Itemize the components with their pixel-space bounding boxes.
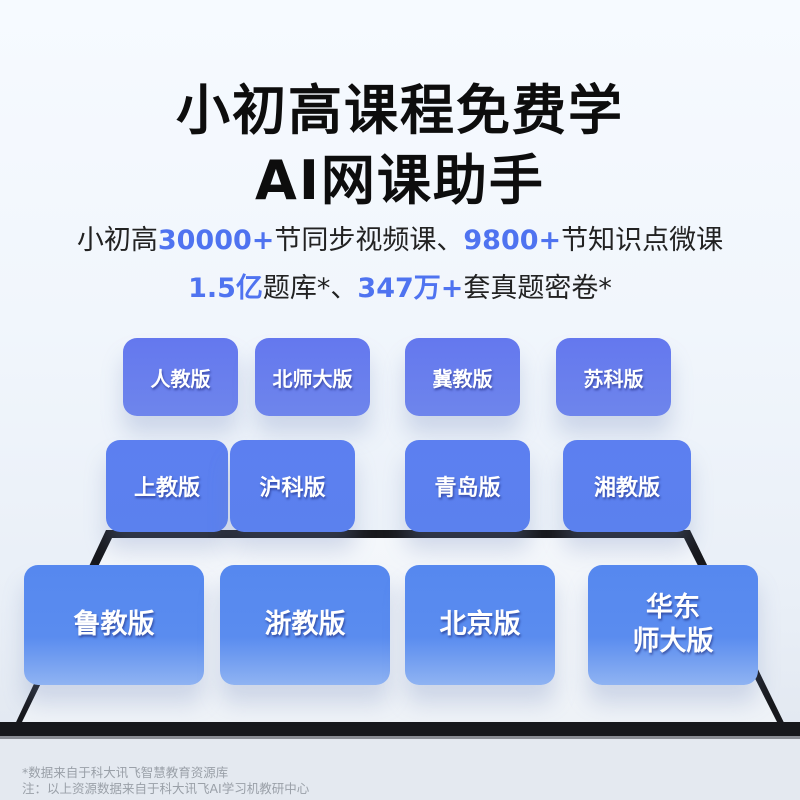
headline-subtitle: AI网课助手 [255, 149, 545, 212]
edition-tile-qingdao[interactable]: 青岛版 [405, 440, 530, 532]
stat-microlesson-count: 9800+ [463, 225, 562, 256]
edition-label: 浙教版 [264, 609, 346, 641]
edition-tile-zhejiao[interactable]: 浙教版 [220, 565, 390, 685]
stats-line-1: 小初高30000+节同步视频课、9800+节知识点微课 [0, 218, 800, 257]
stats-text: 小初高 [76, 225, 158, 256]
edition-tile-suke[interactable]: 苏科版 [556, 338, 671, 416]
edition-label: 冀教版 [432, 366, 493, 391]
edition-tile-renjiao[interactable]: 人教版 [123, 338, 238, 416]
edition-tile-huke[interactable]: 沪科版 [230, 440, 355, 532]
edition-label: 北师大版 [272, 366, 353, 391]
footnote-note: 注：以上资源数据来自于科大讯飞AI学习机教研中心 [22, 781, 310, 796]
stat-video-count: 30000+ [157, 225, 275, 256]
edition-label: 湘教版 [593, 476, 660, 501]
edition-label: 北京版 [439, 609, 521, 641]
edition-tile-jijiao[interactable]: 冀教版 [405, 338, 520, 416]
edition-label: 沪科版 [259, 476, 326, 501]
edition-label: 华东 师大版 [632, 592, 714, 657]
edition-tile-beijing[interactable]: 北京版 [405, 565, 555, 685]
headline-title: 小初高课程免费学 [176, 79, 624, 142]
edition-label: 人教版 [150, 366, 211, 391]
stats-text: 套真题密卷* [463, 273, 612, 304]
stats-text: 节同步视频课、 [274, 225, 464, 256]
stat-question-bank: 1.5亿 [188, 273, 263, 304]
footnote-data-source: *数据来自于科大讯飞智慧教育资源库 [22, 765, 229, 780]
edition-tile-huadong-shida[interactable]: 华东 师大版 [588, 565, 758, 685]
edition-tile-lujiao[interactable]: 鲁教版 [24, 565, 204, 685]
edition-label: 上教版 [133, 476, 200, 501]
edition-label: 苏科版 [583, 366, 644, 391]
edition-tile-shangjiao[interactable]: 上教版 [106, 440, 228, 532]
stats-text: 节知识点微课 [561, 225, 724, 256]
edition-label: 青岛版 [434, 476, 501, 501]
edition-tile-beishida[interactable]: 北师大版 [255, 338, 370, 416]
edition-tile-xiangjiao[interactable]: 湘教版 [563, 440, 691, 532]
stats-line-2: 1.5亿题库*、347万+套真题密卷* [0, 266, 800, 305]
edition-label: 鲁教版 [73, 609, 155, 641]
stat-exam-papers: 347万+ [357, 273, 464, 304]
stats-text: 题库*、 [262, 273, 358, 304]
